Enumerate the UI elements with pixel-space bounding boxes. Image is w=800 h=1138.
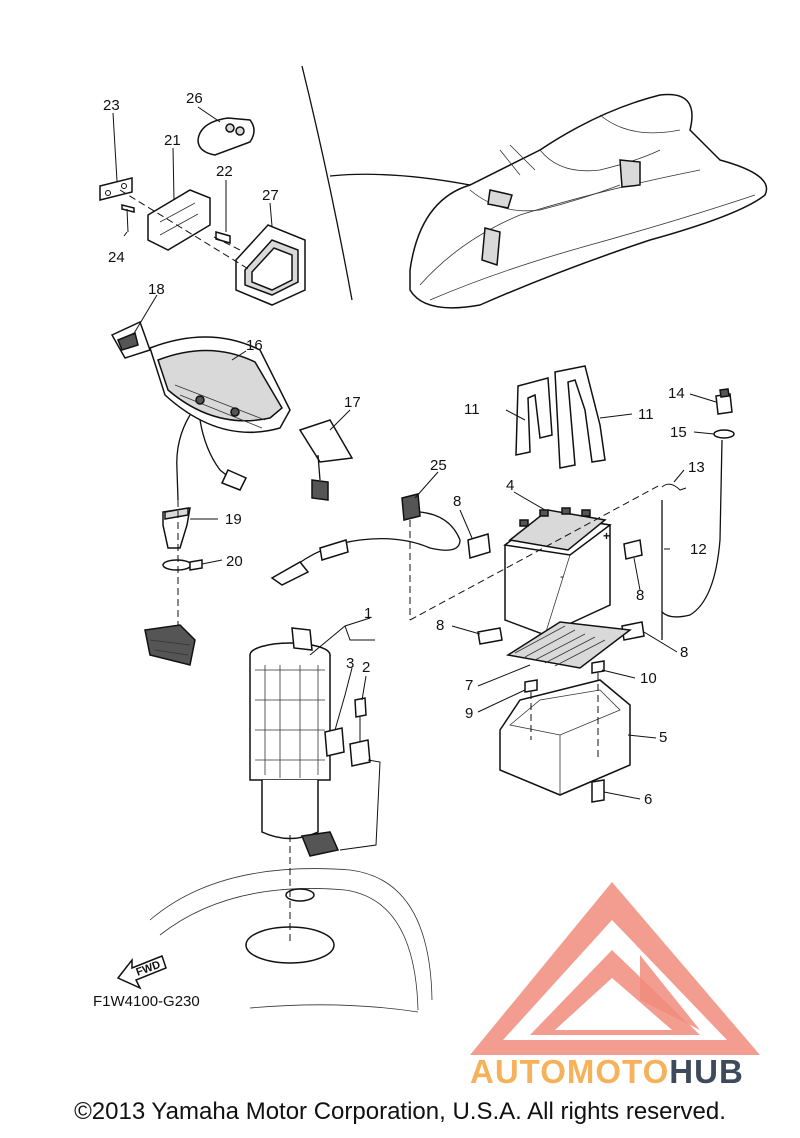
callout-21: 21 xyxy=(164,132,181,149)
callout-19: 19 xyxy=(225,511,242,528)
leader-to-craft xyxy=(329,173,471,186)
callout-10: 10 xyxy=(640,670,657,687)
callout-4: 4 xyxy=(506,477,514,494)
callout-13: 13 xyxy=(688,459,705,476)
copyright-notice: ©2013 Yamaha Motor Corporation, U.S.A. A… xyxy=(74,1098,726,1125)
callout-23: 23 xyxy=(103,97,120,114)
callout-11a: 11 xyxy=(464,401,480,418)
brand-part2: HUB xyxy=(669,1053,744,1090)
fuel-pump-assembly xyxy=(116,627,433,1013)
callout-1: 1 xyxy=(364,605,372,622)
brand-part1: AUTOMOTO xyxy=(470,1053,670,1090)
callout-17: 17 xyxy=(344,394,361,411)
callout-8d: 8 xyxy=(680,644,688,661)
battery-minus-sign: - xyxy=(560,569,564,583)
callout-14: 14 xyxy=(668,385,685,402)
bracket-assembly xyxy=(99,117,306,306)
callout-8c: 8 xyxy=(436,617,444,634)
callout-8b: 8 xyxy=(636,587,644,604)
callout-3: 3 xyxy=(346,655,354,672)
callout-7: 7 xyxy=(465,677,473,694)
divider-curve xyxy=(301,65,353,301)
callout-26: 26 xyxy=(186,90,203,107)
callout-22: 22 xyxy=(216,163,233,180)
callout-25: 25 xyxy=(430,457,447,474)
callout-2: 2 xyxy=(362,659,370,676)
watermark-brand: AUTOMOTOHUB xyxy=(470,1053,744,1091)
leader-lines xyxy=(112,106,717,800)
callout-15: 15 xyxy=(670,424,687,441)
callout-9: 9 xyxy=(465,705,473,722)
callout-18: 18 xyxy=(148,281,165,298)
callout-16: 16 xyxy=(246,337,263,354)
meter-assembly xyxy=(110,320,354,666)
callout-20: 20 xyxy=(226,553,243,570)
watermark-logo-icon xyxy=(470,882,760,1055)
watercraft-illustration xyxy=(409,93,768,309)
callout-labels: 1 2 3 4 5 6 7 8 8 8 8 9 10 11 11 12 13 1… xyxy=(103,90,707,979)
callout-27: 27 xyxy=(262,187,279,204)
callout-12: 12 xyxy=(690,541,707,558)
callout-11b: 11 xyxy=(638,406,654,423)
drawing-code: F1W4100-G230 xyxy=(93,993,200,1010)
callout-8a: 8 xyxy=(453,493,461,510)
callout-5: 5 xyxy=(659,729,667,746)
callout-6: 6 xyxy=(644,791,652,808)
battery-plus-sign: + xyxy=(603,529,610,543)
callout-24: 24 xyxy=(108,249,125,266)
